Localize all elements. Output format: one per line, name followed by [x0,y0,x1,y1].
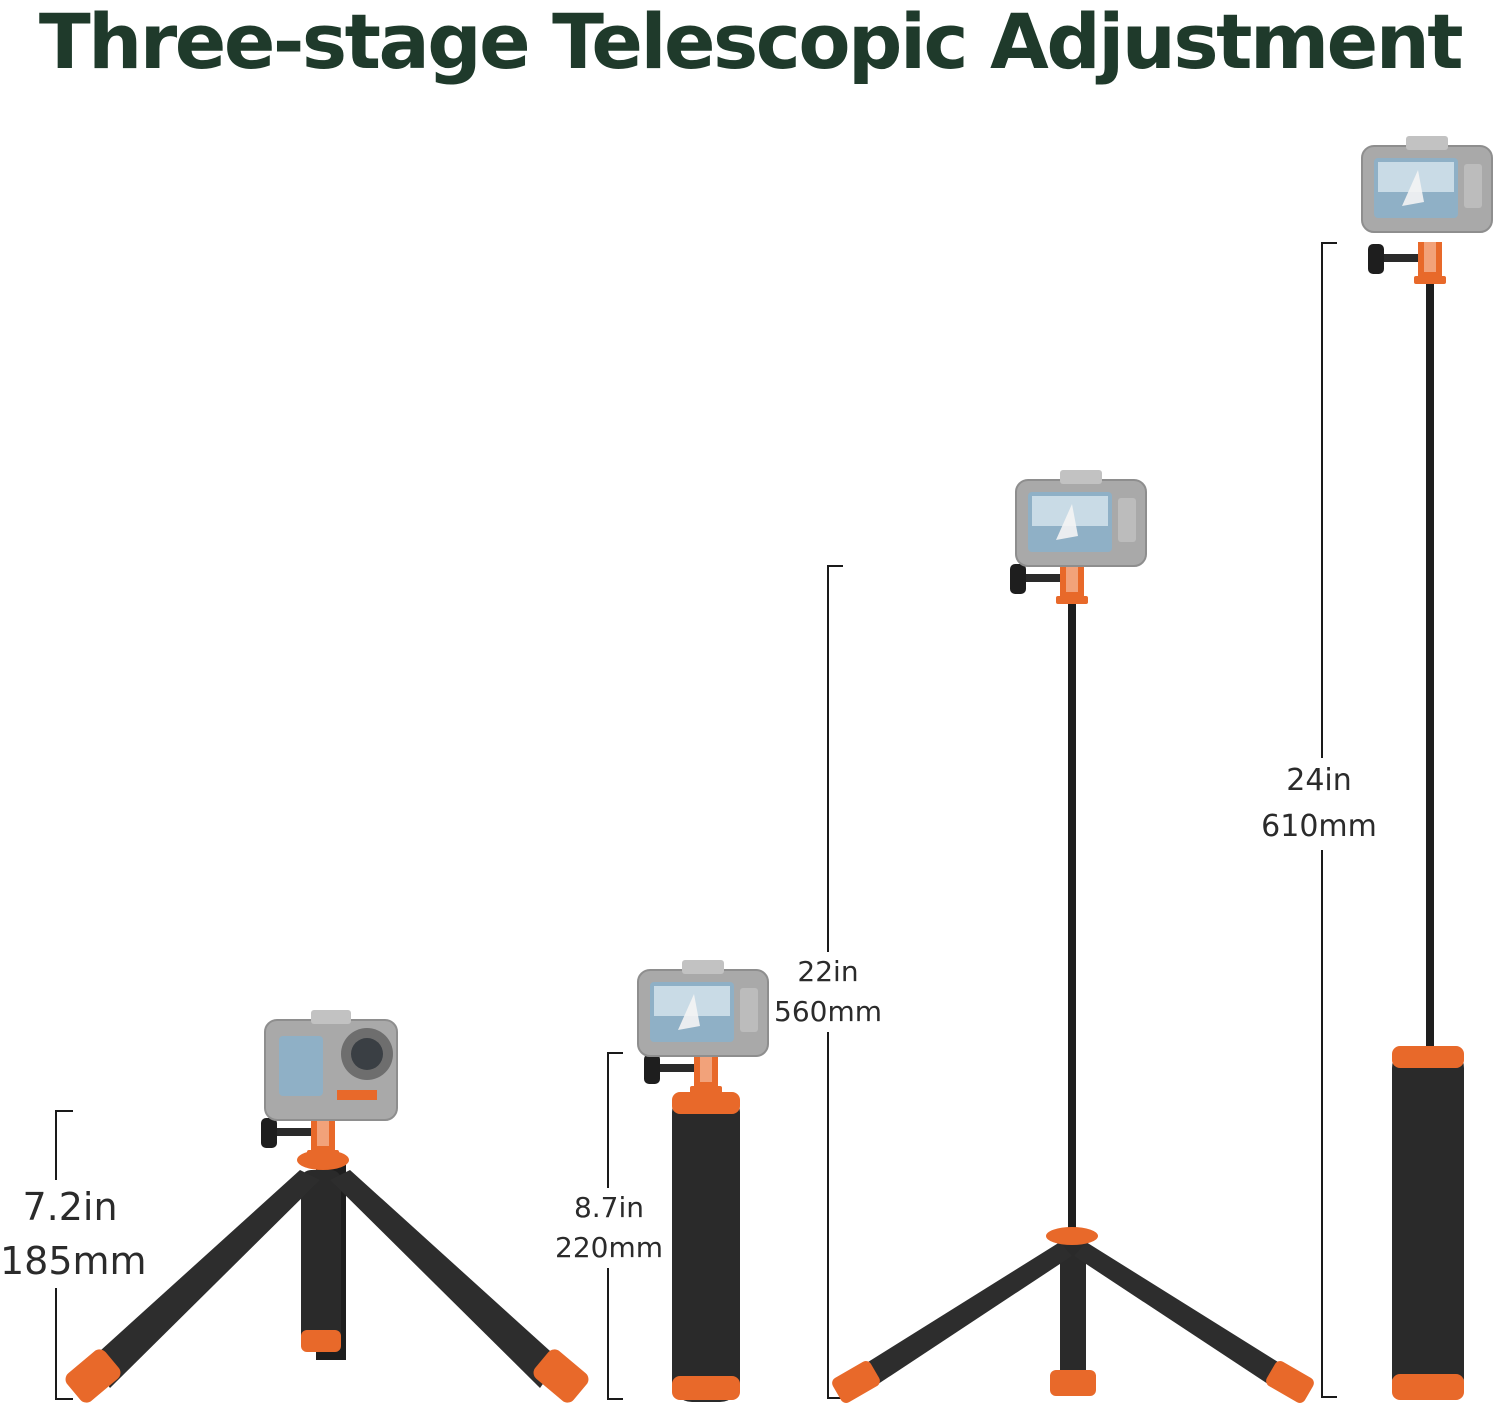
tripod-stage-1 [65,1010,589,1403]
dimension-label-stage-3: 22in 560mm [772,952,884,1032]
dimension-label-stage-2: 8.7in 220mm [553,1188,665,1268]
pole-tripod-stage-3 [832,469,1314,1403]
page-title: Three-stage Telescopic Adjustment [38,0,1464,86]
dimension-mm: 185mm [0,1239,147,1283]
dimension-inches: 7.2in [22,1185,118,1229]
dimension-label-stage-4: 24in 610mm [1256,758,1382,850]
dimension-mm: 220mm [555,1231,663,1264]
dimension-mm: 610mm [1261,809,1377,844]
pole-grip-stage-4 [1361,135,1493,1400]
dimension-mm: 560mm [774,995,882,1028]
dimension-inches: 24in [1286,763,1352,798]
dimension-inches: 8.7in [573,1191,645,1224]
hand-grip-stage-2 [637,959,769,1402]
dimension-inches: 22in [797,955,859,988]
dimension-label-stage-1: 7.2in 185mm [0,1180,147,1288]
